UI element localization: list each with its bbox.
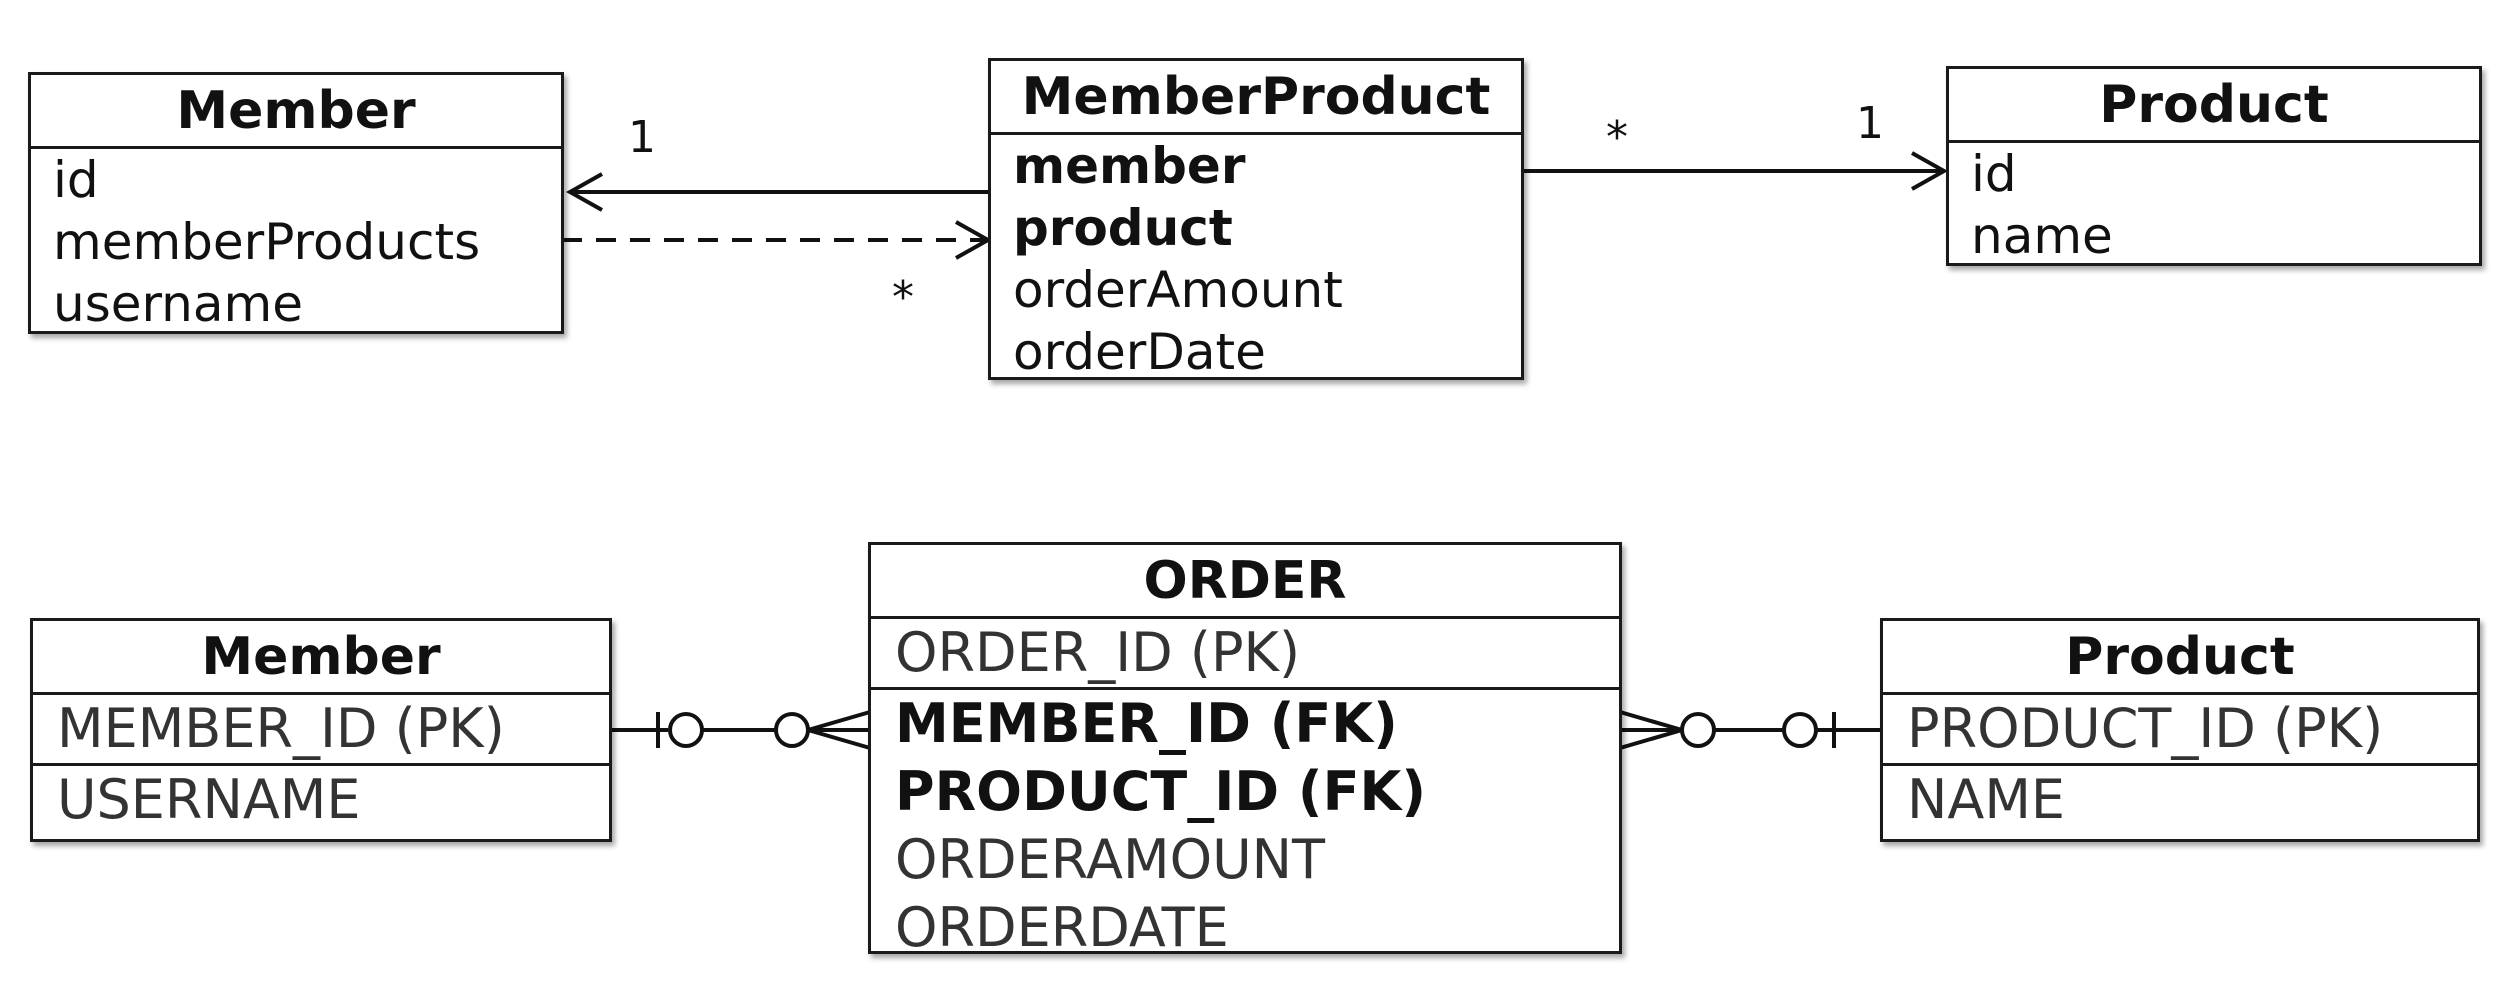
multiplicity-label: * (1606, 112, 1628, 163)
class-field: id (53, 151, 99, 209)
uml-class-member: Member id memberProducts username (28, 72, 564, 334)
table-pk-section: PRODUCT_ID (PK) (1883, 695, 2477, 763)
table-column: ORDERAMOUNT (895, 828, 1325, 891)
class-field: id (1971, 145, 2017, 203)
uml-association-member-to-mp (562, 220, 993, 260)
table-columns-section: NAME (1883, 763, 2477, 834)
class-field: orderDate (1013, 323, 1266, 381)
erd-table-product: Product PRODUCT_ID (PK) NAME (1880, 618, 2480, 842)
class-field: username (53, 275, 303, 333)
table-column: MEMBER_ID (PK) (57, 697, 505, 760)
class-fields: member product orderAmount orderDate (991, 135, 1521, 383)
class-title: MemberProduct (991, 61, 1521, 135)
table-title: ORDER (871, 545, 1619, 619)
uml-class-member-product: MemberProduct member product orderAmount… (988, 58, 1524, 383)
class-field: name (1971, 207, 2113, 265)
uml-association-mp-to-product (1522, 151, 1949, 191)
table-pk-section: ORDER_ID (PK) (871, 619, 1619, 687)
multiplicity-label: 1 (628, 112, 656, 163)
class-field: memberProducts (53, 213, 481, 271)
table-column: USERNAME (57, 768, 361, 831)
table-columns-section: MEMBER_ID (FK) PRODUCT_ID (FK) ORDERAMOU… (871, 687, 1619, 962)
table-column: PRODUCT_ID (FK) (895, 760, 1427, 823)
erd-table-member: Member MEMBER_ID (PK) USERNAME (30, 618, 612, 842)
multiplicity-label: * (892, 272, 914, 323)
table-column: MEMBER_ID (FK) (895, 692, 1398, 755)
erd-relation-order-product (1619, 710, 1880, 750)
class-field: orderAmount (1013, 261, 1343, 319)
table-title: Product (1883, 621, 2477, 695)
table-columns-section: USERNAME (33, 763, 609, 834)
class-field: member (1013, 137, 1246, 195)
class-title: Product (1949, 69, 2479, 143)
table-title: Member (33, 621, 609, 695)
uml-class-product: Product id name (1946, 66, 2482, 266)
table-column: NAME (1907, 768, 2066, 831)
class-title: Member (31, 75, 561, 149)
table-column: ORDER_ID (PK) (895, 621, 1301, 684)
multiplicity-label: 1 (1856, 98, 1884, 149)
table-column: PRODUCT_ID (PK) (1907, 697, 2384, 760)
erd-relation-member-order (612, 710, 871, 750)
class-field: product (1013, 199, 1233, 257)
uml-association-mp-to-member (565, 172, 990, 212)
class-fields: id memberProducts username (31, 149, 561, 335)
erd-table-order: ORDER ORDER_ID (PK) MEMBER_ID (FK) PRODU… (868, 542, 1622, 959)
table-pk-section: MEMBER_ID (PK) (33, 695, 609, 763)
class-fields: id name (1949, 143, 2479, 267)
table-column: ORDERDATE (895, 896, 1229, 959)
